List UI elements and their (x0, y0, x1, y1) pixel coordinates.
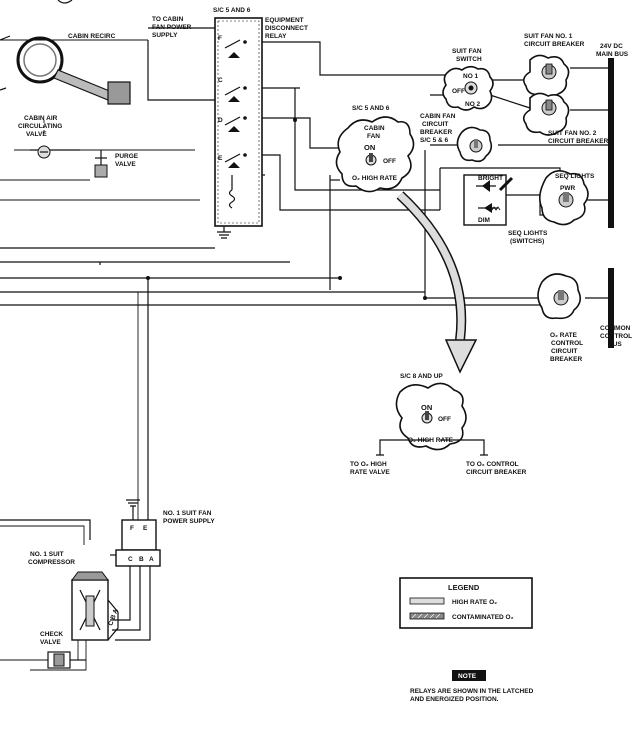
purge-valve-label-2: VALVE (115, 161, 136, 168)
to-hrv-label-2: RATE VALVE (350, 469, 390, 476)
note-line-2: AND ENERGIZED POSITION. (410, 696, 499, 703)
common-bus-bar (608, 268, 614, 348)
equipment-disconnect-relay (214, 17, 263, 239)
ps-a-label: A (149, 556, 154, 563)
legend-contaminated: CONTAMINATED O₂ (452, 614, 514, 621)
common-bus-label-2: CONTROL (600, 333, 632, 340)
cabin-air-label-3: VALVE (26, 131, 47, 138)
bus-24v-label-2: MAIN BUS (596, 51, 629, 58)
equipment-label: EQUIPMENT (265, 17, 304, 24)
legend-title: LEGEND (448, 583, 480, 592)
sc8-on-label: ON (421, 403, 432, 412)
callout-arrow (396, 191, 478, 374)
switch-no2-label: NO 2 (465, 101, 481, 108)
check-valve-label-2: VALVE (40, 639, 61, 646)
cabin-fan-label-2: FAN (367, 133, 380, 140)
wiring (0, 27, 610, 671)
cabin-fan-label: CABIN (364, 125, 385, 132)
compressor-label: NO. 1 SUIT (30, 551, 64, 558)
suit-fan-1-breaker (522, 54, 570, 98)
sc8-label: S/C 8 AND UP (400, 373, 443, 380)
bus-24v-label: 24V DC (600, 43, 623, 50)
o2-rate-label: O₂ RATE (550, 332, 578, 339)
cabin-fan-off-label: OFF (383, 158, 396, 165)
note-title: NOTE (458, 673, 477, 680)
sc-5-6-top-label: S/C 5 AND 6 (213, 7, 251, 14)
suit-compressor (71, 571, 119, 641)
to-hrv-label: TO O₂ HIGH (350, 461, 387, 468)
sf2-cb-label: SUIT FAN NO. 2 (548, 130, 597, 137)
cabin-fan-breaker (456, 126, 493, 163)
cabin-recirc-label: CABIN RECIRC (68, 33, 116, 40)
sfps-label-2: POWER SUPPLY (163, 518, 215, 525)
ps-e-label: E (143, 525, 148, 532)
o2-rate-label-3: CIRCUIT (551, 348, 577, 355)
sfps-label: NO. 1 SUIT FAN (163, 510, 212, 517)
relay-e-label: E (218, 155, 223, 162)
cf-cb-label-2: CIRCUIT (422, 121, 448, 128)
common-bus-label: COMMON (600, 325, 631, 332)
o2-high-rate-label: O₂ HIGH RATE (352, 175, 398, 182)
to-cabin-fan-label-3: SUPPLY (152, 32, 178, 39)
to-ctl-label-2: CIRCUIT BREAKER (466, 469, 527, 476)
suit-fan-2-breaker (522, 92, 570, 136)
suit-fan-power-supply (115, 499, 161, 567)
to-ctl-label: TO O₂ CONTROL (466, 461, 519, 468)
ps-b-label: B (139, 556, 144, 563)
seq-lights-label: SEQ LIGHTS (555, 173, 595, 180)
seq-switches-label-2: (SWITCHS) (510, 238, 544, 245)
ps-f-label: F (130, 525, 134, 532)
purge-valve-label: PURGE (115, 153, 139, 160)
switch-off-label: OFF (452, 88, 465, 95)
sc8-off-label: OFF (438, 416, 451, 423)
note-line-1: RELAYS ARE SHOWN IN THE LATCHED (410, 688, 534, 695)
cabin-fan-on-label: ON (364, 143, 375, 152)
to-cabin-fan-label-2: FAN POWER (152, 24, 192, 31)
suit-fan-switch-label-2: SWITCH (456, 56, 482, 63)
switch-no1-label: NO 1 (463, 73, 479, 80)
main-bus-bar (608, 58, 614, 228)
relay-f-label: F (218, 35, 222, 42)
check-valve (47, 651, 86, 669)
seq-lights-breaker (538, 170, 589, 226)
common-bus-label-3: BUS (608, 341, 622, 348)
dim-label: DIM (478, 217, 490, 224)
sf2-cb-label-2: CIRCUIT BREAKER (548, 138, 609, 145)
legend-box (399, 577, 533, 629)
relay-c-label: C (218, 77, 223, 84)
seq-switches-label: SEQ LIGHTS (508, 230, 548, 237)
seq-lights-switch (463, 174, 514, 226)
suit-fan-switch-label: SUIT FAN (452, 48, 482, 55)
pwr-label: PWR (560, 185, 575, 192)
cabin-air-label-2: CIRCULATING (18, 123, 62, 130)
cf-cb-label-4: S/C 5 & 6 (420, 137, 449, 144)
to-cabin-fan-label: TO CABIN (152, 16, 184, 23)
bright-label: BRIGHT (478, 175, 503, 182)
check-valve-label: CHECK (40, 631, 63, 638)
legend-high-rate: HIGH RATE O₂ (452, 599, 497, 606)
o2-rate-label-2: CONTROL (551, 340, 583, 347)
sf1-cb-label: SUIT FAN NO. 1 (524, 33, 573, 40)
note-badge (452, 670, 486, 681)
relay-d-label: D (218, 117, 223, 124)
cf-cb-label: CABIN FAN (420, 113, 456, 120)
suit-fan-switch (442, 65, 494, 111)
cabin-air-label: CABIN AIR (24, 115, 58, 122)
sc8-o2-label: O₂ HIGH RATE (408, 437, 454, 444)
sc-5-6-mid-label: S/C 5 AND 6 (352, 105, 390, 112)
sc8-switch-panel (376, 382, 488, 456)
cabin-recirc-valve (0, 35, 131, 105)
cabin-fan-switch-panel (335, 116, 415, 193)
cf-cb-label-3: BREAKER (420, 129, 452, 136)
equipment-label-3: RELAY (265, 33, 287, 40)
equipment-label-2: DISCONNECT (265, 25, 308, 32)
compressor-label-2: COMPRESSOR (28, 559, 75, 566)
ps-c-label: C (128, 556, 133, 563)
o2-rate-label-4: BREAKER (550, 356, 582, 363)
sf1-cb-label-2: CIRCUIT BREAKER (524, 41, 585, 48)
relay-contacts (224, 39, 247, 209)
o2-rate-breaker (537, 273, 582, 320)
